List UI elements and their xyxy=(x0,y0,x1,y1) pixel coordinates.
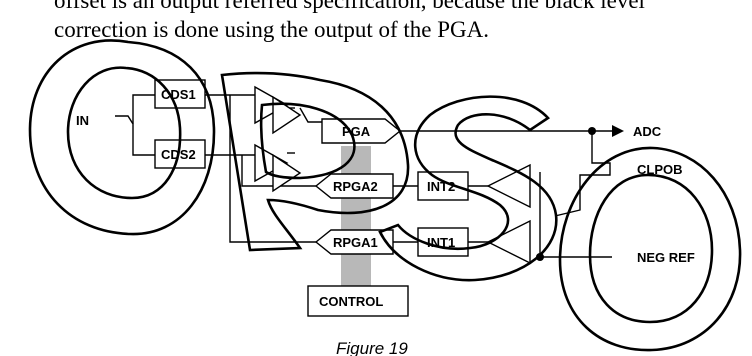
figure-caption: Figure 19 xyxy=(336,339,408,356)
label-cds1: CDS1 xyxy=(161,87,196,102)
label-pga: PGA xyxy=(342,124,371,139)
label-adc: ADC xyxy=(633,124,662,139)
label-in: IN xyxy=(76,113,89,128)
rpga1-block xyxy=(314,229,394,255)
body-text-line-2: correction is done using the output of t… xyxy=(54,17,490,42)
label-neg-ref: NEG REF xyxy=(637,250,695,265)
label-rpga2: RPGA2 xyxy=(333,179,378,194)
control-box xyxy=(307,285,409,317)
label-control: CONTROL xyxy=(319,294,383,309)
label-rpga1: RPGA1 xyxy=(333,235,378,250)
control-bus xyxy=(341,146,371,286)
body-text-line-1: offset is an output referred specificati… xyxy=(54,0,645,13)
handwritten-overlay xyxy=(28,39,742,352)
pga-block xyxy=(321,118,402,144)
label-clpob: CLPOB xyxy=(637,162,683,177)
junction-neg-ref xyxy=(536,253,544,261)
adc-arrow xyxy=(612,125,624,137)
int2-box xyxy=(417,171,469,201)
rpga2-block xyxy=(314,173,394,199)
junction-adc xyxy=(588,127,596,135)
